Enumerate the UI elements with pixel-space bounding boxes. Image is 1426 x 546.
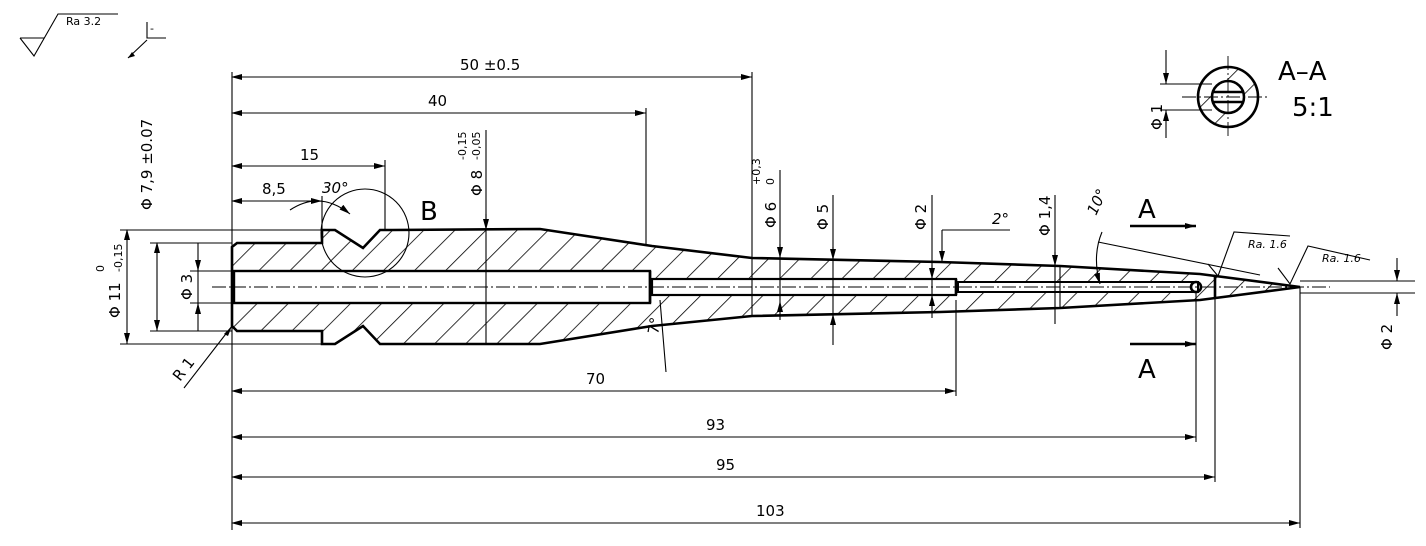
- svg-text:70: 70: [586, 370, 605, 388]
- svg-text:5:1: 5:1: [1292, 93, 1334, 123]
- svg-text:-: -: [150, 22, 154, 35]
- section-view-a-a: Φ 1 A–A 5:1: [1148, 50, 1334, 138]
- svg-text:Φ 11: Φ 11: [106, 282, 124, 318]
- svg-text:0: 0: [764, 178, 777, 185]
- svg-text:93: 93: [706, 416, 725, 434]
- svg-text:30°: 30°: [322, 179, 349, 197]
- svg-text:2°: 2°: [992, 210, 1009, 228]
- svg-text:95: 95: [716, 456, 735, 474]
- svg-text:Φ 3: Φ 3: [178, 274, 196, 300]
- length-dimensions: 50 ±0.5 40 15 8,5 70 93 95 103: [231, 56, 1300, 526]
- svg-text:Φ 2: Φ 2: [912, 204, 930, 230]
- svg-text:+0,3: +0,3: [750, 158, 763, 185]
- svg-text:Φ 1: Φ 1: [1148, 104, 1166, 130]
- svg-text:Φ 5: Φ 5: [814, 204, 832, 230]
- svg-text:7°: 7°: [644, 316, 665, 336]
- section-cut-marks: A A: [1130, 195, 1196, 385]
- svg-text:Ra. 1.6: Ra. 1.6: [1322, 252, 1361, 265]
- svg-text:-0,15: -0,15: [112, 244, 125, 272]
- svg-text:A: A: [1138, 195, 1156, 225]
- svg-text:103: 103: [756, 502, 785, 520]
- roughness-symbols-tip: Ra. 1.6 Ra. 1.6: [1207, 231, 1371, 286]
- svg-text:15: 15: [300, 146, 319, 164]
- svg-text:R 1: R 1: [169, 354, 198, 385]
- svg-text:A–A: A–A: [1278, 57, 1327, 87]
- svg-text:40: 40: [428, 92, 447, 110]
- svg-text:Φ 7,9 ±0.07: Φ 7,9 ±0.07: [138, 119, 156, 210]
- svg-text:10°: 10°: [1083, 186, 1111, 218]
- svg-text:Φ 2: Φ 2: [1378, 324, 1396, 350]
- part-body: [230, 227, 1301, 346]
- svg-text:Φ 1,4: Φ 1,4: [1036, 196, 1054, 236]
- svg-text:0: 0: [94, 265, 107, 272]
- roughness-symbol-general: Ra 3.2 -: [19, 13, 166, 59]
- svg-text:Φ 8: Φ 8: [468, 170, 486, 196]
- svg-text:Φ 6: Φ 6: [762, 202, 780, 228]
- svg-text:Ra 3.2: Ra 3.2: [66, 15, 101, 28]
- svg-text:-0,15: -0,15: [456, 132, 469, 160]
- svg-text:Ra. 1.6: Ra. 1.6: [1248, 238, 1287, 251]
- svg-text:8,5: 8,5: [262, 180, 286, 198]
- svg-text:-0,05: -0,05: [470, 132, 483, 160]
- svg-text:B: B: [420, 197, 438, 227]
- svg-text:A: A: [1138, 355, 1156, 385]
- svg-text:50 ±0.5: 50 ±0.5: [460, 56, 520, 74]
- diameter-dimensions: Φ 11 0 -0,15 Φ 7,9 ±0.07 Φ 3 Φ 8 -0,15 -…: [94, 119, 1400, 350]
